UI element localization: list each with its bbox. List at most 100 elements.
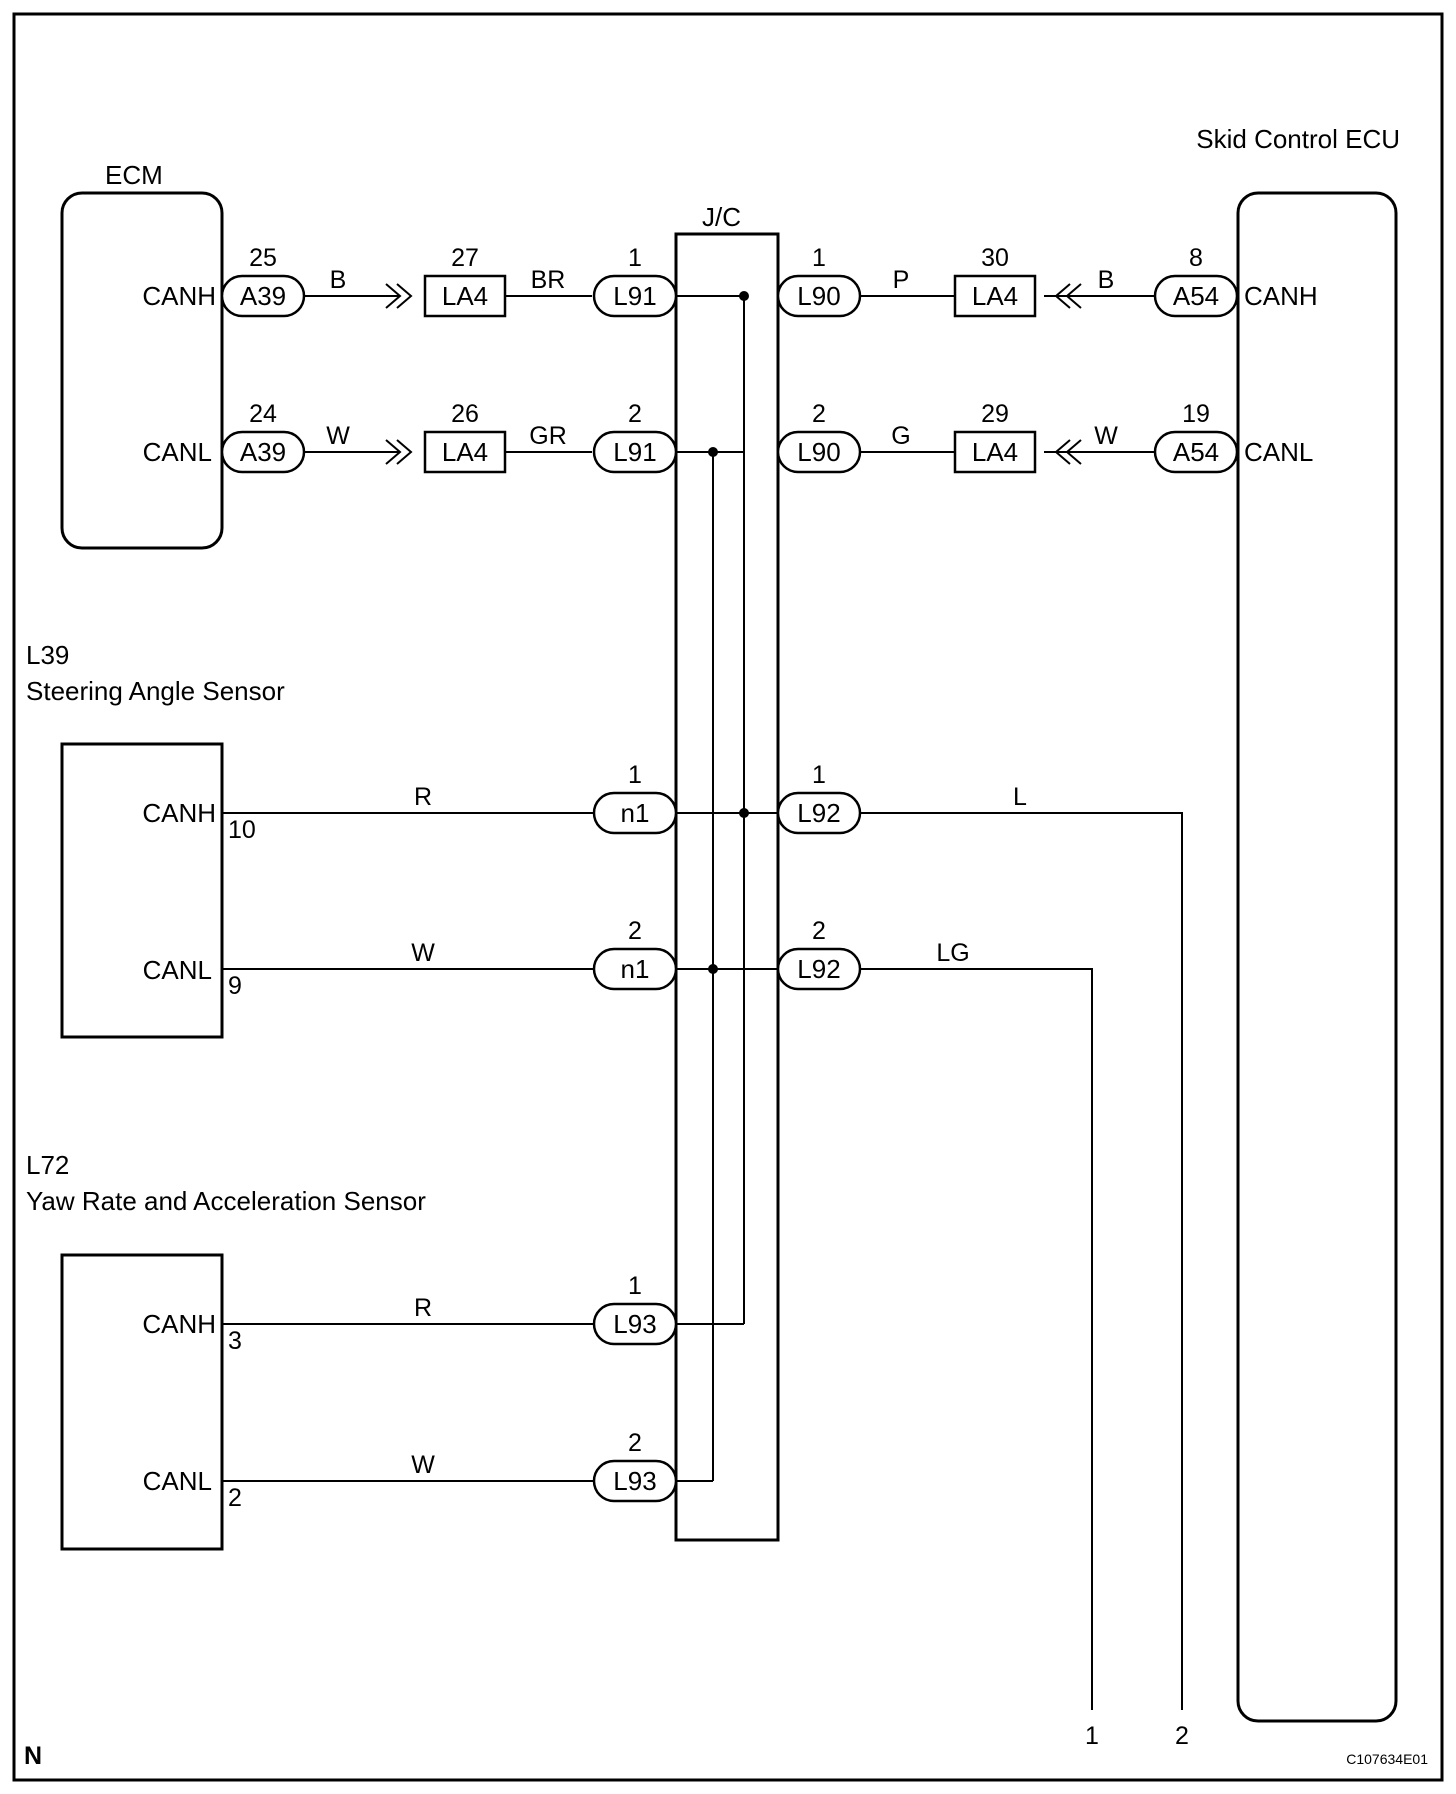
pin-a39-canh: 25 [249,244,277,272]
svg-text:LA4: LA4 [442,281,488,311]
skid-canh-circuit: L90 1 P LA4 30 B A54 8 [776,244,1239,318]
pin-n1-2: 2 [628,917,642,945]
pin-n1-1: 1 [628,761,642,789]
ecm-canh-label: CANH [142,281,216,311]
connector-l91-canh [592,274,678,318]
ecm-title: ECM [105,160,163,190]
svg-text:LA4: LA4 [972,437,1018,467]
yaw-canh-circuit: R L93 1 [222,1272,678,1346]
pin-la4-29: 29 [981,400,1009,428]
steering-name: Steering Angle Sensor [26,676,285,706]
yaw-canl-circuit: W L93 2 [222,1429,678,1503]
connector-a54-canl [1153,430,1239,474]
svg-text:L93: L93 [613,1309,656,1339]
connector-l90-canh [776,274,862,318]
pin-a54-8: 8 [1189,244,1203,272]
steering-canl-label: CANL [143,955,212,985]
wire-color-w-yaw: W [411,1451,435,1479]
svg-text:L92: L92 [797,798,840,828]
ecm-canh-circuit: A39 25 B LA4 27 BR L91 1 [220,244,744,318]
svg-text:LA4: LA4 [442,437,488,467]
steering-sensor-box [60,742,224,1039]
connector-l90-canl [776,430,862,474]
connector-l92-canh [776,791,862,835]
wire-color-b-skid: B [1098,266,1115,294]
connector-a39-canl [220,430,306,474]
steering-canh-circuit: R n1 1 L92 1 L [222,761,1183,1710]
connector-a54-canh [1153,274,1239,318]
connector-la4-30 [953,274,1037,318]
svg-text:L91: L91 [613,281,656,311]
connector-la4-26 [423,430,507,474]
wire-color-w-skid: W [1094,422,1118,450]
jc-title: J/C [702,202,741,232]
svg-text:L90: L90 [797,437,840,467]
pin-l91-2: 2 [628,400,642,428]
pin-la4-30: 30 [981,244,1009,272]
footer-figure-id: C107634E01 [1346,1751,1428,1767]
connector-la4-29 [953,430,1037,474]
pin-la4-27: 27 [451,244,479,272]
pin-a39-canl: 24 [249,400,277,428]
wire-color-gr: GR [529,422,567,450]
steering-canl-circuit: W n1 2 L92 2 LG [222,917,1093,1710]
connector-l92-canl [776,947,862,991]
steering-canl-pin: 9 [228,972,242,1000]
svg-text:A54: A54 [1173,437,1219,467]
yaw-name: Yaw Rate and Acceleration Sensor [26,1186,426,1216]
skid-title: Skid Control ECU [1196,124,1400,154]
wire-color-g: G [891,422,910,450]
diagram-frame [12,12,1444,1782]
pin-l90-1: 1 [812,244,826,272]
svg-text:n1: n1 [621,954,650,984]
wire-color-br: BR [531,266,566,294]
steering-canh-label: CANH [142,798,216,828]
svg-text:L92: L92 [797,954,840,984]
svg-text:L91: L91 [613,437,656,467]
jc-canl-bus [676,447,718,1482]
wire-color-l: L [1013,783,1027,811]
pin-l93-1: 1 [628,1272,642,1300]
wire-color-w-steering: W [411,939,435,967]
connector-l91-canl [592,430,678,474]
pin-l90-2: 2 [812,400,826,428]
connector-la4-27 [423,274,507,318]
pin-l92-2: 2 [812,917,826,945]
svg-text:LA4: LA4 [972,281,1018,311]
svg-text:L93: L93 [613,1466,656,1496]
yaw-canh-pin: 3 [228,1327,242,1355]
jc-canh-bus [676,291,749,1325]
yaw-canl-label: CANL [143,1466,212,1496]
connector-n1-canl [592,947,678,991]
wire-color-b: B [330,266,347,294]
ecm-canl-circuit: A39 24 W LA4 26 GR L91 2 [220,400,744,474]
pin-l91-1: 1 [628,244,642,272]
pin-l92-1: 1 [812,761,826,789]
steering-code: L39 [26,640,69,670]
svg-text:A54: A54 [1173,281,1219,311]
output-terminal-1: 1 [1085,1722,1099,1750]
jc-box [674,232,780,1542]
wire-color-r-steering: R [414,783,432,811]
ecm-canl-label: CANL [143,437,212,467]
yaw-canh-label: CANH [142,1309,216,1339]
connector-n1-canh [592,791,678,835]
pin-l93-2: 2 [628,1429,642,1457]
yaw-code: L72 [26,1150,69,1180]
skid-box [1236,191,1398,1723]
footer-left-code: N [24,1742,42,1770]
steering-canh-pin: 10 [228,816,256,844]
pin-a54-19: 19 [1182,400,1210,428]
pin-la4-26: 26 [451,400,479,428]
skid-canl-label: CANL [1244,437,1313,467]
wire-color-w-ecm: W [326,422,350,450]
svg-text:L90: L90 [797,281,840,311]
connector-a39-canh [220,274,306,318]
skid-canl-circuit: L90 2 G LA4 29 W A54 19 [776,400,1239,474]
ecm-box [60,191,224,550]
wire-color-p: P [893,266,910,294]
svg-text:A39: A39 [240,281,286,311]
svg-text:A39: A39 [240,437,286,467]
wire-color-r-yaw: R [414,1294,432,1322]
